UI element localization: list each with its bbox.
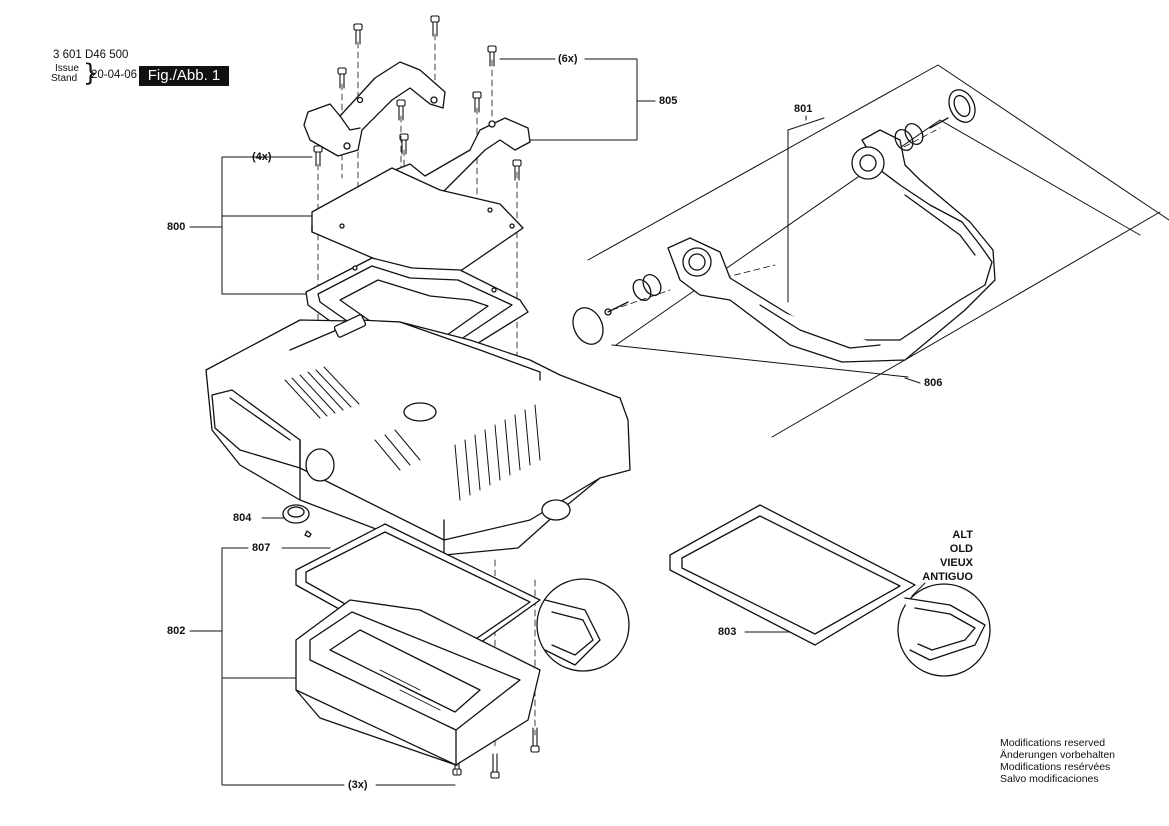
main-housing (205, 314, 631, 556)
top-bracket-left (303, 61, 446, 157)
screw (430, 15, 440, 37)
callout-801: 801 (794, 103, 813, 115)
cooling-fins-right (374, 404, 541, 501)
detail-circle-new (536, 578, 630, 672)
issue-date: 20-04-06 (91, 69, 138, 81)
callout-802: 802 (167, 625, 186, 637)
o-rings (604, 117, 949, 316)
old-version-labels: ALT OLD VIEUX ANTIGUO (922, 528, 973, 584)
part-number: 3 601 D46 500 (53, 49, 129, 61)
callout-803: 803 (718, 626, 737, 638)
small-cap (282, 504, 312, 538)
callout-805: 805 (659, 95, 678, 107)
modifications-line: Modifications reserved (1000, 737, 1106, 749)
screw (490, 753, 500, 779)
modifications-line: Salvo modificaciones (1000, 773, 1099, 785)
screws (313, 15, 540, 779)
detail-circle-old (897, 583, 991, 677)
figure-label: Fig./Abb. 1 (139, 66, 229, 86)
screw (530, 727, 540, 753)
bottom-seal-frame (295, 523, 541, 669)
old-version-label: ALT (952, 529, 973, 541)
brace-symbol: } (83, 59, 99, 87)
screw (353, 23, 363, 45)
callout-804: 804 (233, 512, 252, 524)
old-version-label: OLD (949, 543, 973, 555)
old-version-label: VIEUX (939, 557, 973, 569)
screw (487, 45, 497, 67)
cover-plate (311, 167, 524, 286)
cooling-fins-left (284, 366, 360, 419)
issue-label: Issue (55, 63, 79, 74)
modifications-notice: Modifications reserved Änderungen vorbeh… (1000, 737, 1115, 785)
handle (667, 129, 996, 363)
callout-800: 800 (167, 221, 186, 233)
screw (313, 145, 323, 167)
old-version-label: ANTIGUO (922, 571, 973, 583)
modifications-line: Änderungen vorbehalten (1000, 749, 1116, 761)
screw (337, 67, 347, 89)
screw (396, 99, 406, 121)
callout-qty-4x: (4x) (252, 151, 272, 163)
old-seal-frame (669, 504, 916, 646)
screw (512, 159, 522, 181)
callout-qty-6x: (6x) (558, 53, 578, 65)
bottom-tray (295, 599, 541, 766)
modifications-line: Modifications resérvées (1000, 761, 1111, 773)
screw (472, 91, 482, 113)
callout-807: 807 (252, 542, 271, 554)
callout-806: 806 (924, 377, 943, 389)
end-caps (572, 89, 976, 345)
stand-label: Stand (51, 73, 78, 84)
callout-qty-3x: (3x) (348, 779, 368, 791)
screw (399, 133, 409, 155)
